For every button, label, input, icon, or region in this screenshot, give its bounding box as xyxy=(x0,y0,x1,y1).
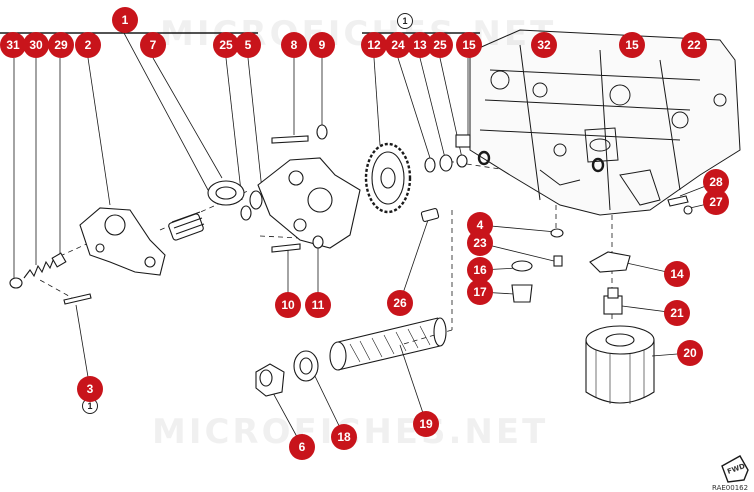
fwd-arrow-icon xyxy=(721,455,749,483)
oil-filter xyxy=(585,325,655,404)
callout-26[interactable]: 26 xyxy=(387,290,413,316)
callout-20[interactable]: 20 xyxy=(677,340,703,366)
callout-32[interactable]: 32 xyxy=(531,32,557,58)
callout-7[interactable]: 7 xyxy=(140,32,166,58)
screw-3 xyxy=(63,293,92,305)
callout-19[interactable]: 19 xyxy=(413,411,439,437)
bolt-10 xyxy=(271,243,301,253)
bolt-8 xyxy=(271,135,309,144)
callout-12[interactable]: 12 xyxy=(361,32,387,58)
oil-pump-body xyxy=(79,207,166,276)
union-fitting xyxy=(603,287,623,315)
callout-3[interactable]: 3 xyxy=(77,376,103,402)
callout-27[interactable]: 27 xyxy=(703,189,729,215)
oil-strainer xyxy=(329,317,447,371)
tab-washer xyxy=(589,251,631,273)
callout-24[interactable]: 24 xyxy=(385,32,411,58)
callout-31[interactable]: 31 xyxy=(0,32,26,58)
engine-crankcase xyxy=(469,29,741,216)
callout-8[interactable]: 8 xyxy=(281,32,307,58)
diagram-code: RAE00162 xyxy=(712,484,749,492)
callout-14[interactable]: 14 xyxy=(664,261,690,287)
callout-15-right[interactable]: 15 xyxy=(619,32,645,58)
callout-1[interactable]: 1 xyxy=(112,7,138,33)
info-icon-top: 1 xyxy=(397,13,413,29)
callout-6[interactable]: 6 xyxy=(289,434,315,460)
plug-cap xyxy=(255,363,285,397)
callout-29[interactable]: 29 xyxy=(48,32,74,58)
callout-11[interactable]: 11 xyxy=(305,292,331,318)
drain-plug xyxy=(511,284,533,303)
callout-25-right[interactable]: 25 xyxy=(427,32,453,58)
callout-21[interactable]: 21 xyxy=(664,300,690,326)
info-icon-bottom: 1 xyxy=(82,398,98,414)
pump-cover xyxy=(257,157,361,249)
outer-rotor xyxy=(207,180,245,206)
callout-15-left[interactable]: 15 xyxy=(456,32,482,58)
callout-17[interactable]: 17 xyxy=(467,279,493,305)
callout-30[interactable]: 30 xyxy=(23,32,49,58)
sealing-washer xyxy=(293,350,319,382)
callout-2[interactable]: 2 xyxy=(75,32,101,58)
callout-16[interactable]: 16 xyxy=(467,257,493,283)
relief-spring xyxy=(9,252,67,289)
callout-18[interactable]: 18 xyxy=(331,424,357,450)
callout-10[interactable]: 10 xyxy=(275,292,301,318)
callout-23[interactable]: 23 xyxy=(467,230,493,256)
callout-5[interactable]: 5 xyxy=(235,32,261,58)
callout-9[interactable]: 9 xyxy=(309,32,335,58)
inner-rotor xyxy=(168,211,205,241)
callout-22[interactable]: 22 xyxy=(681,32,707,58)
drive-gear xyxy=(364,142,412,214)
callout-25-left[interactable]: 25 xyxy=(213,32,239,58)
